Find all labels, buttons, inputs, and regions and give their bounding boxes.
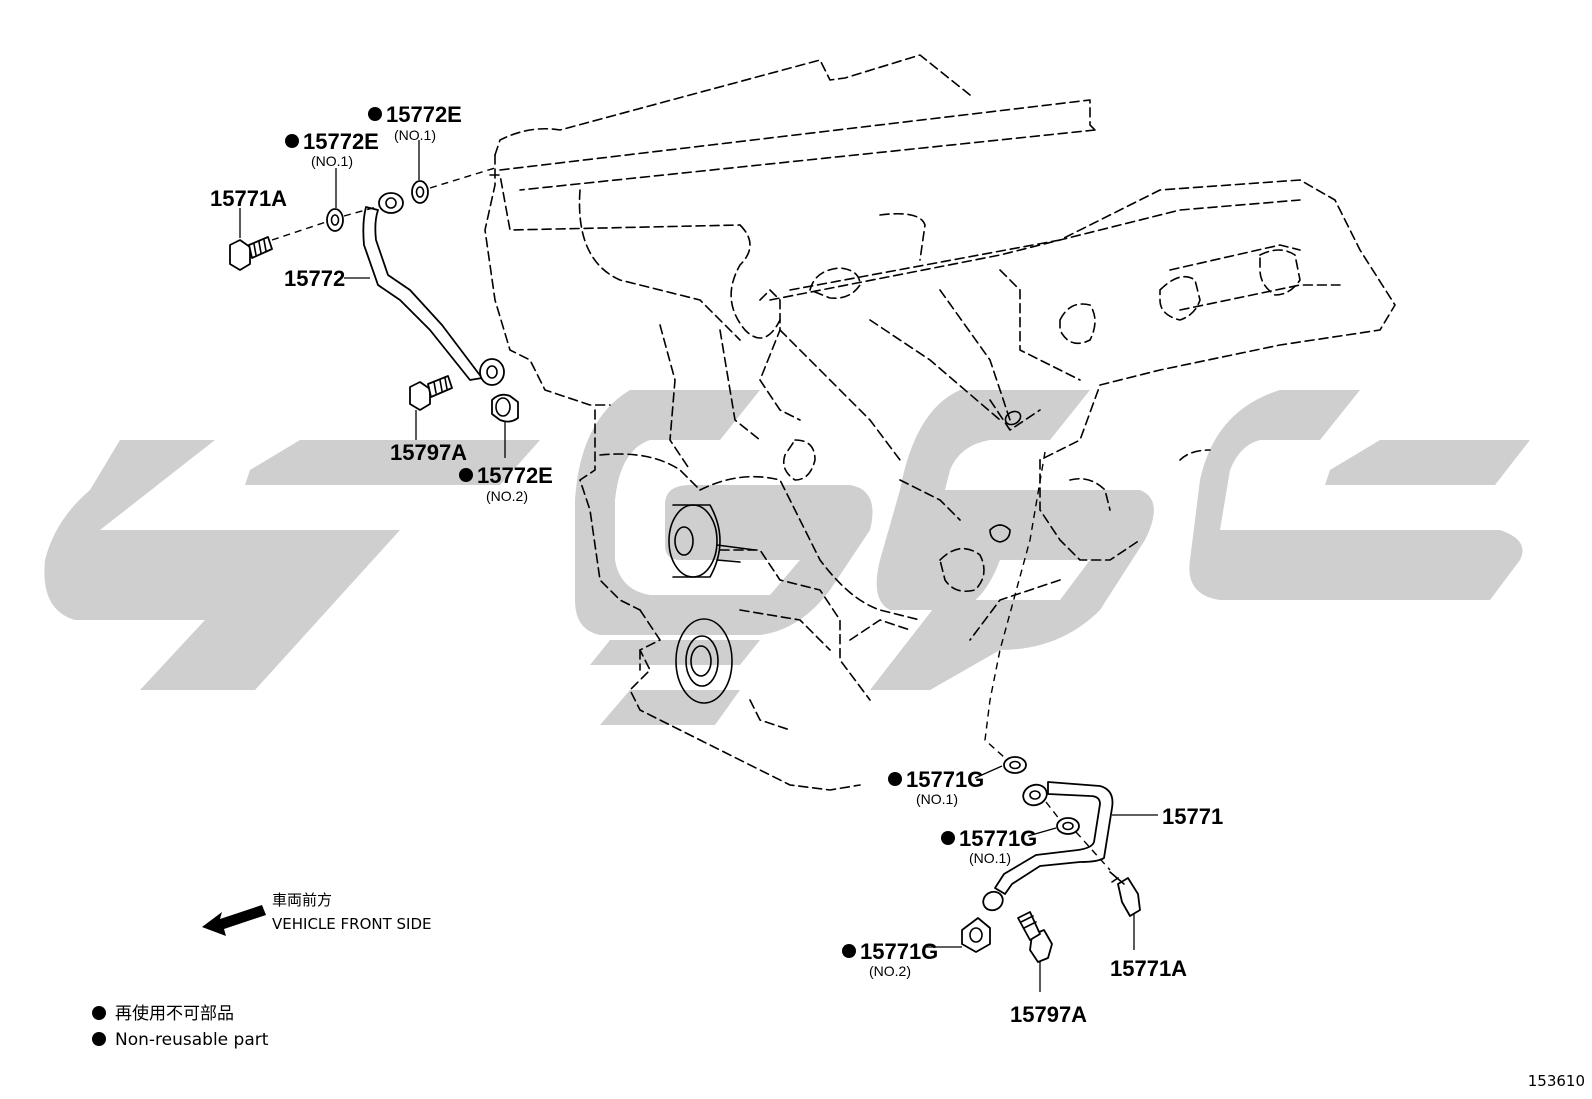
part-sub-label: (NO.1) (394, 127, 436, 143)
part-number-15771A: 15771A (1110, 956, 1187, 981)
bolt-15797A-lower (1029, 929, 1053, 963)
arrow-left-icon (202, 905, 266, 936)
part-number-15772E: 15772E (303, 129, 379, 154)
gasket-15772E-a (326, 208, 344, 232)
part-number-15771A: 15771A (210, 186, 287, 211)
banjo-fitting-lower (479, 358, 505, 386)
pipe-15772 (362, 206, 483, 381)
vehicle-front-indicator: 車両前方 VEHICLE FRONT SIDE (202, 891, 432, 936)
lower-oil-pipe-assembly (961, 451, 1141, 963)
upper-oil-pipe-assembly (229, 167, 519, 423)
part-sub-label: (NO.2) (869, 963, 911, 979)
bolt-15771A-upper (229, 239, 251, 271)
part-number-15771: 15771 (1162, 804, 1223, 829)
gasket-15771G-b (1056, 817, 1080, 835)
part-number-15771G: 15771G (860, 939, 938, 964)
non-reusable-marker (368, 107, 382, 121)
legend-label-en: Non-reusable part (115, 1030, 269, 1050)
non-reusable-marker (92, 1032, 106, 1046)
non-reusable-marker (459, 468, 473, 482)
non-reusable-marker (285, 134, 299, 148)
lower-callouts: 15771G (NO.1) 15771 15771G (NO.1) 15771G… (842, 767, 1223, 1027)
legend: 再使用不可部品 Non-reusable part (92, 1003, 269, 1050)
leader-lines (239, 140, 1158, 992)
part-number-15772E: 15772E (386, 102, 462, 127)
non-reusable-marker (888, 772, 902, 786)
part-number-15797A: 15797A (390, 440, 467, 465)
part-number-15772E: 15772E (477, 463, 553, 488)
engine-pulleys (668, 410, 1022, 704)
part-number-15797A: 15797A (1010, 1002, 1087, 1027)
bolt-15797A-upper (409, 381, 431, 411)
part-sub-label: (NO.2) (486, 488, 528, 504)
non-reusable-marker (941, 831, 955, 845)
part-sub-label: (NO.1) (311, 153, 353, 169)
fitting-15771-upper (1022, 783, 1048, 807)
fitting-15771-lower (982, 890, 1004, 912)
part-sub-label: (NO.1) (969, 850, 1011, 866)
direction-label-en: VEHICLE FRONT SIDE (272, 915, 432, 933)
part-number-15771G: 15771G (906, 767, 984, 792)
watermark-logo (44, 390, 1530, 725)
union-15771G-no2 (961, 917, 991, 953)
pipe-15771 (994, 781, 1114, 895)
non-reusable-marker (842, 944, 856, 958)
part-number-15771G: 15771G (959, 826, 1037, 851)
gasket-15771G-a (1003, 756, 1027, 774)
upper-callouts: 15772E (NO.1) 15772E (NO.1) 15771A 15772… (210, 102, 553, 504)
gasket-15772E-b (411, 180, 429, 204)
bolt-15771A-lower (1117, 877, 1141, 917)
non-reusable-marker (92, 1006, 106, 1020)
part-sub-label: (NO.1) (916, 791, 958, 807)
banjo-fitting-upper (378, 192, 404, 214)
diagram-id: 153610 (1528, 1072, 1585, 1090)
direction-label-jp: 車両前方 (272, 891, 332, 909)
engine-outline (484, 54, 1396, 791)
part-number-15772: 15772 (284, 266, 345, 291)
legend-label-jp: 再使用不可部品 (115, 1003, 234, 1024)
